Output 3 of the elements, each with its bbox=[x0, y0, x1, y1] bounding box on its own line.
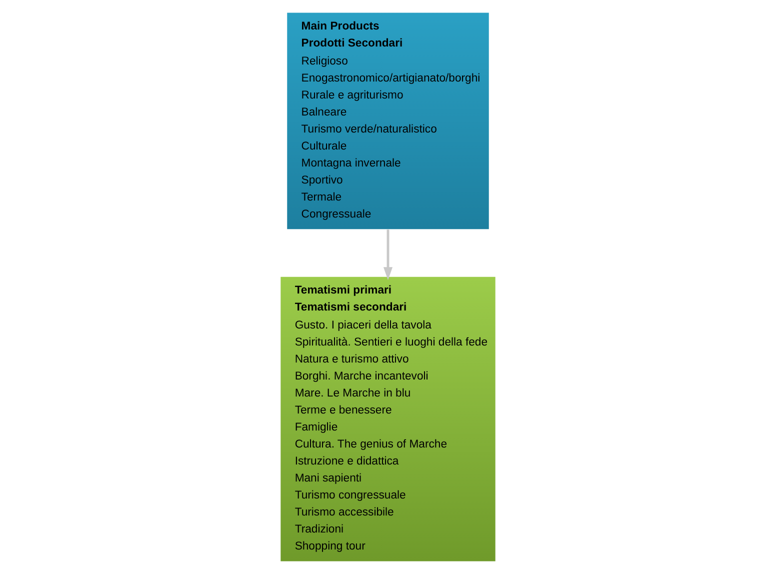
node-box: Tematismi primari Tematismi secondari Gusto. I piaceri della tavola Spiritualità. Sentieri e luoghi della fede Natura e turismo attivo Borghi. Marche incantevoli Mare. Le Marche in blu Terme e benessere Famiglie Cultura. The genius of Marche Istruzione e didattica Mani sapienti Turismo congressuale Turismo accessibile Tradizioni Shopping tour bbox=[279, 276, 496, 562]
node-box: Main Products Prodotti Secondari Religioso Enogastronomico/artigianato/borghi Rurale e agriturismo Balneare Turismo verde/naturalistico Culturale Montagna invernale Sportivo Termale Congressuale bbox=[286, 12, 490, 230]
arrow bbox=[382, 230, 392, 280]
